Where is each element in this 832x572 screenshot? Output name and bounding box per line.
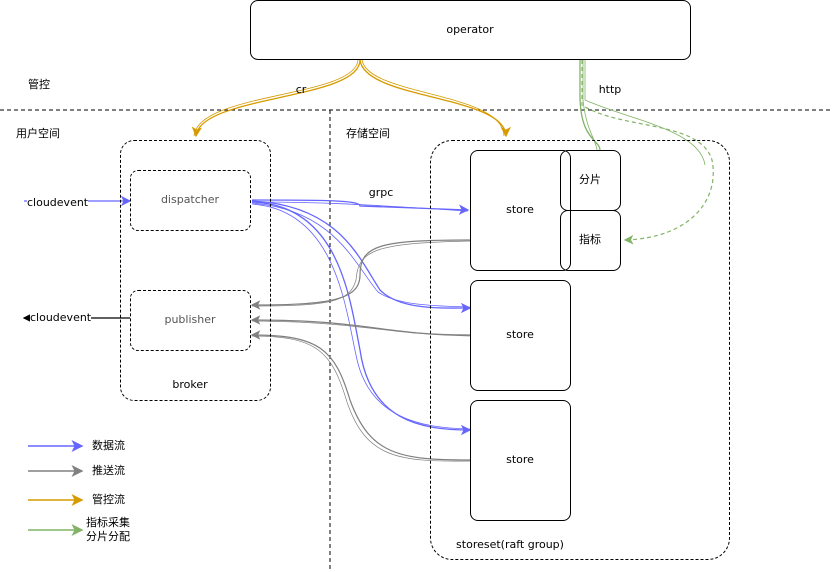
shard-label: 分片 [579, 173, 601, 186]
metrics-label: 指标 [579, 233, 601, 246]
store-box-2[interactable] [470, 280, 571, 391]
http-arrow-shard-2 [582, 60, 598, 151]
publisher-box[interactable] [130, 290, 251, 351]
publisher-label: publisher [164, 313, 216, 326]
data-flow-store1 [251, 199, 470, 215]
dispatcher-box[interactable] [130, 170, 251, 231]
cr-arrow-left [191, 59, 361, 138]
push-flow-store1 [250, 239, 471, 310]
store-label-2: store [506, 328, 534, 341]
cr-label: cr [295, 83, 307, 96]
user-space-label: 用户空间 [16, 127, 60, 140]
legend-data-label: 数据流 [92, 439, 125, 452]
metrics-box[interactable] [560, 210, 621, 271]
storage-space-label: 存储空间 [346, 127, 390, 140]
store-label-1: store [506, 203, 534, 216]
data-flow-store2 [251, 200, 472, 314]
push-flow-store3 [250, 330, 471, 461]
http-arrow-shard [579, 60, 601, 151]
cr-arrow-right [359, 59, 511, 138]
data-flow-store1-b [251, 201, 469, 212]
legend-metrics-label: 指标采集 分片分配 [86, 516, 130, 543]
cloudevent-out-label: cloudevent [30, 311, 92, 325]
http-label: http [598, 83, 622, 96]
dispatcher-label: dispatcher [160, 193, 220, 206]
grpc-label: grpc [368, 186, 394, 199]
push-flow-store2 [250, 315, 471, 336]
store-label-3: store [506, 453, 534, 466]
storeset-label: storeset(raft group) [456, 538, 564, 551]
operator-box[interactable] [250, 0, 691, 60]
push-flow-store2-b [251, 320, 471, 337]
broker-label: broker [172, 378, 208, 391]
cr-arrow-left-2 [193, 59, 359, 137]
http-arrow-metrics-2 [584, 60, 706, 166]
data-flow-store2-b [251, 202, 471, 308]
data-flow-store3 [251, 201, 472, 436]
storeset-container [430, 140, 730, 560]
cloudevent-in-label: cloudevent [27, 196, 89, 210]
store-box-3[interactable] [470, 400, 571, 521]
push-flow-store1-b [251, 240, 471, 307]
push-flow-store3-b [251, 335, 471, 462]
legend-control-label: 管控流 [92, 493, 125, 506]
cr-arrow-right-2 [361, 59, 505, 137]
manage-label: 管控 [28, 78, 50, 91]
broker-container [120, 140, 271, 401]
operator-label: operator [446, 23, 494, 36]
legend-push-label: 推送流 [92, 464, 125, 477]
data-flow-store3-b [251, 203, 471, 430]
